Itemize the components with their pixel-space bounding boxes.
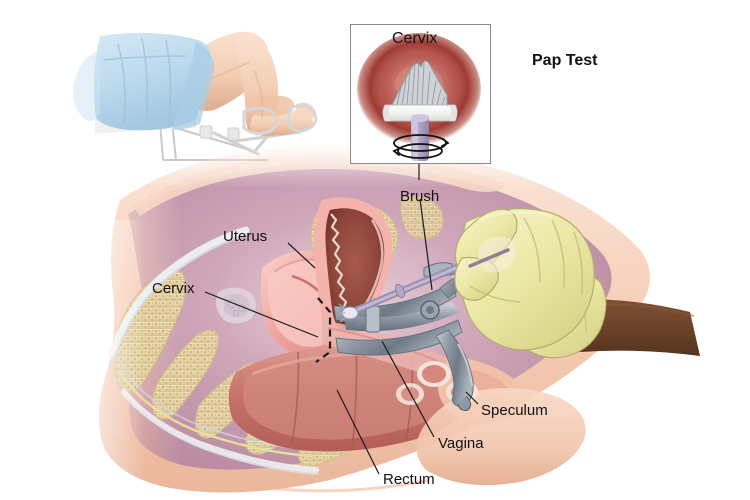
label-brush: Brush bbox=[400, 188, 440, 205]
stirrup-cups bbox=[242, 104, 318, 135]
label-vagina: Vagina bbox=[438, 435, 484, 452]
brush-tip bbox=[338, 303, 359, 323]
cervix-dashed-marker bbox=[315, 297, 332, 363]
leader-lines bbox=[204, 164, 479, 475]
brush-head bbox=[382, 104, 458, 122]
cervix-closeup bbox=[351, 25, 490, 163]
uterine-cavity bbox=[313, 197, 393, 344]
leader-cervix bbox=[204, 291, 319, 338]
label-cervix: Cervix bbox=[152, 280, 195, 297]
label-rectum: Rectum bbox=[383, 471, 435, 488]
practitioner-hand bbox=[454, 208, 700, 359]
label-speculum: Speculum bbox=[481, 402, 548, 419]
inset-label-cervix: Cervix bbox=[392, 30, 438, 47]
patient-on-exam-table bbox=[73, 31, 318, 161]
leader-uterus bbox=[287, 242, 316, 269]
leader-vagina bbox=[381, 340, 435, 438]
leader-speculum bbox=[465, 391, 479, 405]
cervix-inset-panel bbox=[350, 24, 491, 164]
patient-drape bbox=[73, 32, 215, 131]
rectum bbox=[228, 345, 473, 452]
label-uterus: Uterus bbox=[223, 228, 268, 245]
leader-brush-dn bbox=[419, 198, 433, 291]
brush-bristles bbox=[392, 58, 448, 108]
leader-rectum bbox=[336, 389, 380, 475]
rotation-arrows bbox=[392, 134, 450, 159]
figure-title: Pap Test bbox=[532, 52, 598, 69]
